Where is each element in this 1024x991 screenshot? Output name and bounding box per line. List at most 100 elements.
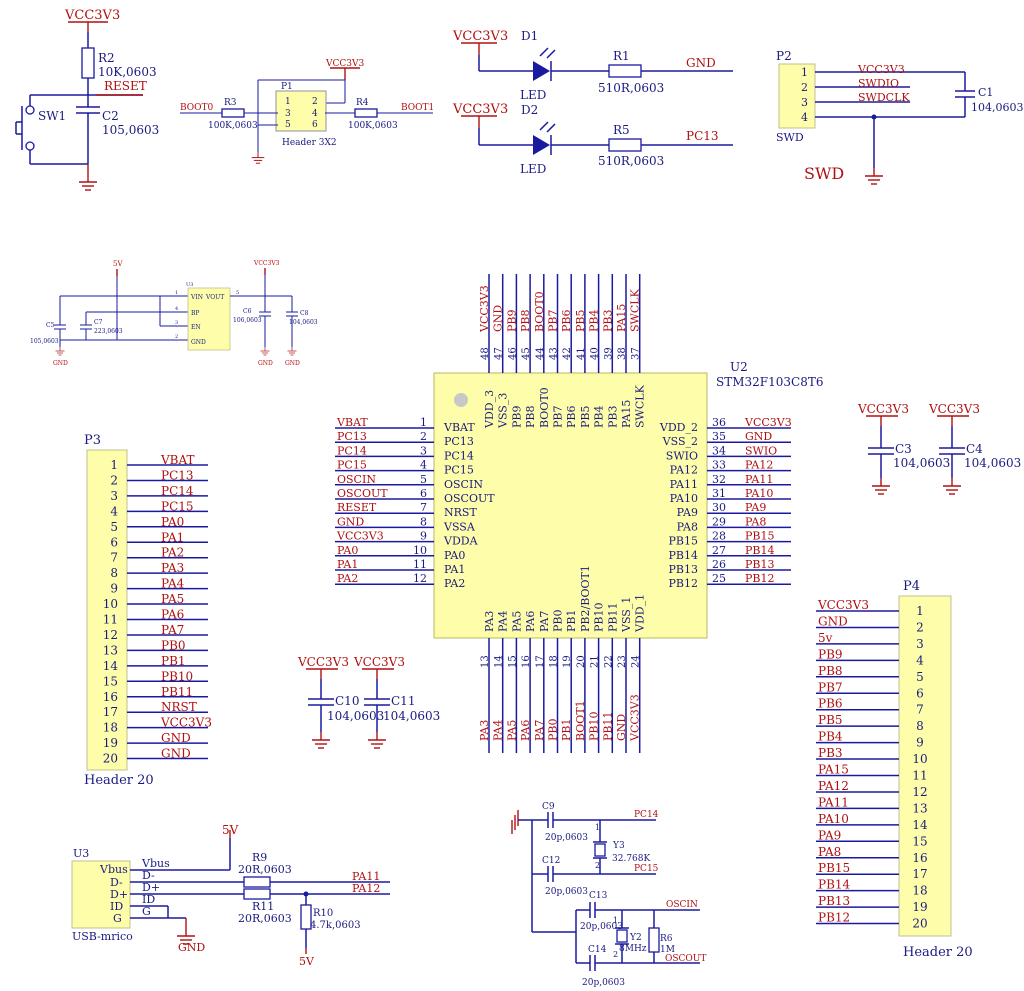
boot-circuit: P1 VCC3V3 1 2 3 4 5 6 Header 3X2 R3 100K…	[180, 59, 434, 164]
mcu-pin-number: 47	[494, 347, 505, 360]
mcu-net-label: GND	[615, 714, 628, 741]
p2-pin-2: 2	[801, 81, 808, 94]
resistor-r1	[608, 64, 642, 78]
mcu-pin-name: PA10	[670, 492, 698, 505]
header-net-label: GND	[161, 731, 191, 745]
mcu-net-label: PA0	[337, 544, 358, 557]
mcu-pin-name: PB11	[606, 603, 619, 632]
r1-ref: R1	[613, 49, 630, 63]
header-net-label: PB13	[818, 894, 850, 908]
mcu-net-label: PB3	[601, 310, 614, 332]
swd-title: SWD	[804, 164, 844, 183]
header-net-label: PB9	[818, 647, 843, 661]
header-net-label: PA12	[818, 779, 849, 793]
mcu-pin-name: PB3	[606, 406, 619, 428]
mcu-pin-name: SWCLK	[634, 384, 647, 428]
mcu-pin-name: BOOT0	[538, 387, 551, 428]
c3-power: VCC3V3	[857, 402, 909, 416]
boot1-net: BOOT1	[401, 103, 434, 113]
header-pin-number: 9	[916, 736, 924, 750]
boot0-net: BOOT0	[180, 103, 214, 113]
header-net-label: PB5	[818, 713, 843, 727]
p4-body	[898, 595, 952, 937]
sw1-ref: SW1	[38, 109, 66, 123]
r5-value: 510R,0603	[598, 154, 664, 168]
mcu-pin-number: 4	[420, 459, 427, 472]
r5-ref: R5	[613, 123, 630, 137]
mcu-net-label: PB12	[745, 572, 774, 585]
mcu-net-label: SWCLK	[629, 288, 642, 332]
mcu-net-label: VCC3V3	[629, 694, 642, 742]
crystal-y2	[616, 929, 628, 943]
y2-value: 8MHz	[619, 944, 647, 954]
mcu-net-label: VCC3V3	[336, 530, 384, 543]
reg-pin2-num: 2	[175, 334, 178, 340]
usb-body	[71, 860, 131, 929]
r3-value: 100K,0603	[208, 121, 258, 131]
crystal-y3	[594, 843, 606, 857]
mcu-pin-number: 35	[712, 430, 726, 443]
mcu-pin-number: 40	[590, 347, 601, 360]
header-pin-number: 5	[110, 520, 118, 534]
p4-ref: P4	[903, 579, 920, 594]
y3-pin-2: 2	[595, 861, 600, 870]
reg-pin-en: EN	[191, 324, 201, 331]
header-pin-number: 15	[103, 674, 118, 688]
mcu-pin-number: 38	[617, 347, 628, 360]
p4-pins: 1VCC3V32GND35v4PB95PB86PB77PB68PB59PB410…	[816, 598, 928, 931]
crystal-net-oscin: OSCIN	[666, 900, 698, 910]
mcu-pin-number: 6	[420, 487, 427, 500]
header-pin-number: 12	[103, 628, 118, 642]
mcu-part: STM32F103C8T6	[716, 375, 823, 389]
p2-pin-4: 4	[801, 111, 808, 124]
c13-value: 20p,0603	[580, 922, 623, 932]
d1-net: GND	[686, 56, 716, 70]
header-net-label: VCC3V3	[160, 716, 212, 730]
header-pin-number: 2	[916, 620, 924, 634]
reg-pin-gnd: GND	[191, 339, 206, 346]
mcu-pin-number: 33	[712, 459, 726, 472]
mcu-pin-name: VSSA	[443, 520, 476, 533]
header-pin-number: 14	[912, 818, 928, 832]
mcu-pin-name: PB8	[524, 406, 537, 428]
c7-ref: C7	[94, 319, 103, 326]
r4-value: 100K,0603	[348, 121, 398, 131]
header-pin-number: 15	[912, 834, 927, 848]
mcu-net-label: PA10	[745, 487, 773, 500]
mcu-net-label: PB6	[560, 310, 573, 332]
mcu-ref: U2	[730, 360, 748, 374]
d1-power: VCC3V3	[452, 29, 508, 44]
header-pin-number: 6	[916, 686, 924, 700]
r9-value: 20R,0603	[238, 863, 292, 876]
header-pin-number: 4	[110, 504, 118, 518]
header-pin-number: 7	[916, 703, 924, 717]
mcu-pin-number: 20	[576, 655, 587, 668]
header-pin-number: 13	[912, 801, 927, 815]
header-net-label: PA11	[818, 795, 849, 809]
c7-value: 223,0603	[94, 328, 123, 335]
header-net-label: PA0	[161, 515, 184, 529]
reset-net-label: RESET	[104, 79, 147, 93]
p2-pin-3: 3	[801, 96, 808, 109]
mcu-pin-name: PA9	[677, 506, 698, 519]
header-net-label: GND	[818, 614, 848, 628]
swd-net-swdclk: SWDCLK	[858, 91, 910, 104]
mcu-pin-number: 45	[521, 347, 532, 360]
header-net-label: PA8	[818, 845, 841, 859]
reg-pin-vin: VIN	[190, 294, 203, 301]
reg-gnd-1: GND	[53, 360, 68, 367]
reset-circuit: VCC3V3 R2 10K,0603 RESET C2 105,0603 SW1	[15, 8, 159, 191]
mcu-pin-name: PB0	[552, 610, 565, 632]
c8-ref: C8	[300, 310, 309, 317]
mcu-pin-name: OSCOUT	[444, 492, 495, 505]
mcu-net-label: GND	[745, 430, 772, 443]
mcu-pin-number: 24	[631, 655, 642, 668]
mcu-pin-number: 10	[413, 544, 427, 557]
mcu-pin-name: PA12	[670, 464, 698, 477]
swd-connector: P2 1 2 3 4 SWD VCC3V3 SWDIO SWDCLK C1 10…	[776, 49, 1024, 185]
header-net-label: PB1	[161, 654, 186, 668]
mcu-net-label: PC13	[337, 430, 367, 443]
usb-pin-id: ID	[110, 900, 123, 913]
